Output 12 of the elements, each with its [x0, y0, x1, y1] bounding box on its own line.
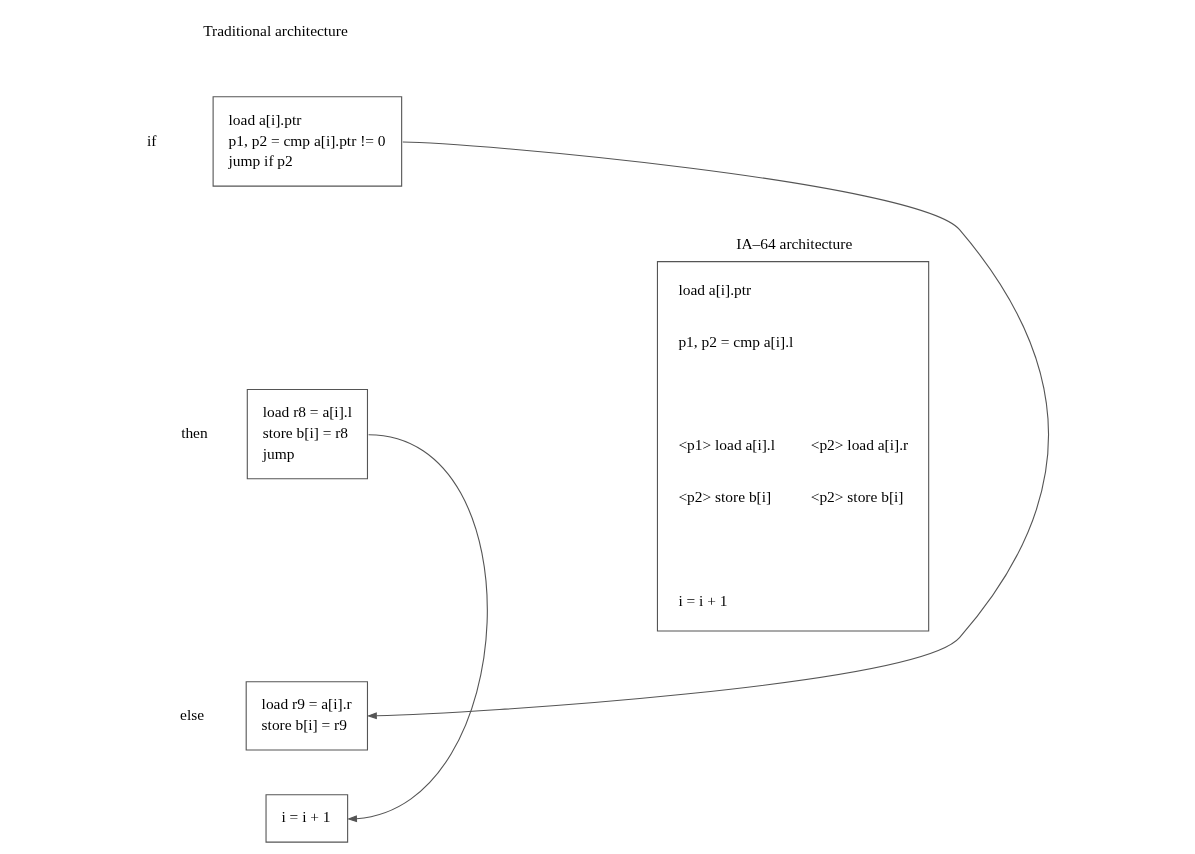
label: Traditional architecture	[203, 22, 348, 40]
node-label: then	[181, 424, 208, 442]
node-label: IA–64 architecture	[736, 234, 853, 252]
node-box: load a[i].ptr p1, p2 = cmp a[i].l <p1> load a[i].l <p2> load a[i].r <p2> store b[i] <p2> store b[i] i = i + 1	[656, 261, 930, 632]
arrow	[347, 434, 488, 823]
node-box: i = i + 1	[265, 794, 349, 843]
arrow	[366, 141, 1050, 720]
node-label: if	[146, 131, 157, 149]
node-box: load a[i].ptr p1, p2 = cmp a[i].ptr != 0 jump if p2	[212, 96, 403, 187]
node-box: load r8 = a[i].l store b[i] = r8 jump	[246, 388, 369, 480]
node-label: else	[180, 705, 205, 723]
node-box: load r9 = a[i].r store b[i] = r9	[245, 681, 369, 751]
